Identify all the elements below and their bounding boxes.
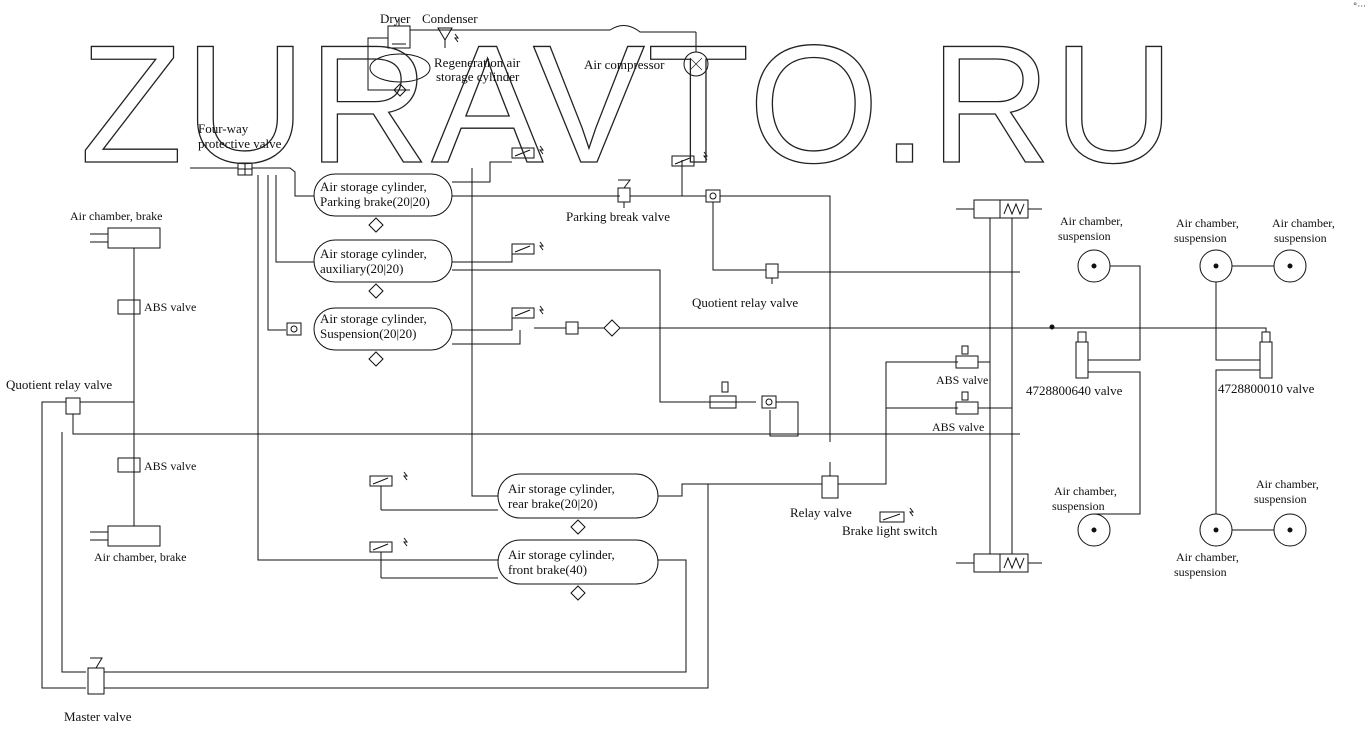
relay-to-abs-right: [838, 361, 958, 485]
left-loop-outer: [41, 401, 86, 689]
master-to-rear: [104, 484, 709, 689]
pressure-switch-aux: [511, 241, 544, 255]
chamber-link-lines: [989, 218, 1013, 554]
tank-aux-label-2: auxiliary(20|20): [320, 261, 404, 276]
pressure-switch-top-1: [511, 145, 544, 159]
label-regen-1: Regeneration air: [434, 55, 521, 70]
pressure-switch-front: [369, 537, 498, 579]
pressure-switch-top-2: [671, 151, 708, 167]
tank-front-shape: [497, 539, 659, 601]
corner-mark: °···: [1352, 2, 1366, 12]
label-four-way-2: protective valve: [198, 136, 282, 151]
label-susp-1b: suspension: [1058, 229, 1111, 243]
tank-aux-shape: [313, 239, 453, 299]
tank-front-label-2: front brake(40): [508, 562, 588, 577]
regeneration-cylinder: [369, 53, 431, 97]
abs-valve-center: [709, 381, 737, 409]
dryer-symbol: [387, 18, 411, 49]
label-regen-2: storage cylinder: [436, 69, 520, 84]
parking-break-valve-symbol: [617, 179, 631, 208]
tank-susp-label-1: Air storage cylinder,: [320, 311, 427, 326]
spring-chamber-bottom: [956, 553, 1042, 573]
label-susp-1a: Air chamber,: [1060, 214, 1123, 228]
abs-valve-left-lower-symbol: [117, 457, 141, 473]
label-master-valve: Master valve: [64, 709, 132, 724]
quotient-relay-valve-top-symbol: [765, 263, 779, 284]
line-to-parking-tank: [252, 167, 314, 197]
leveling-valve-640-symbol: [1075, 331, 1089, 379]
quotient-relay-valve-left-symbol: [65, 397, 81, 420]
tank-aux-label-1: Air storage cylinder,: [320, 246, 427, 261]
pressure-switch-rear: [369, 471, 498, 511]
label-susp-2a: Air chamber,: [1176, 216, 1239, 230]
label-susp-5b: suspension: [1254, 492, 1307, 506]
label-abs-right-2: ABS valve: [932, 420, 985, 434]
label-susp-5a: Air chamber,: [1256, 477, 1319, 491]
line-to-aux-tank: [275, 175, 314, 263]
abs-valve-right-1-symbol: [955, 345, 979, 369]
label-susp-4a: Air chamber,: [1054, 484, 1117, 498]
cross-line: [72, 420, 1020, 435]
label-air-chamber-brake-bottom: Air chamber, brake: [94, 550, 187, 564]
quick-release-valve-top: [705, 189, 721, 203]
line-to-relay: [720, 195, 831, 442]
line-to-suspension-tank: [267, 175, 286, 331]
label-dryer: Dryer: [380, 11, 411, 26]
tank-suspension-shape: [286, 307, 453, 367]
four-way-protective-valve: [237, 162, 253, 176]
master-to-front-tank: [104, 559, 687, 673]
label-parking-break-valve: Parking break valve: [566, 209, 670, 224]
abs-valve-right-2-symbol: [955, 391, 979, 415]
relay-valve-symbol: [821, 462, 839, 499]
aux-line: [452, 269, 710, 403]
compressor-supply-line: [410, 25, 696, 33]
label-condenser: Condenser: [422, 11, 478, 26]
leveling-valve-010-symbol: [1259, 331, 1273, 379]
spring-chamber-top: [956, 199, 1042, 219]
label-susp-3a: Air chamber,: [1272, 216, 1335, 230]
label-air-compressor: Air compressor: [584, 57, 665, 72]
label-air-chamber-brake-top: Air chamber, brake: [70, 209, 163, 223]
tank-parking-label-2: Parking brake(20|20): [320, 194, 430, 209]
tank-rear-label-1: Air storage cylinder,: [508, 481, 615, 496]
label-quotient-relay-left: Quotient relay valve: [6, 377, 113, 392]
tank-parking-label-1: Air storage cylinder,: [320, 179, 427, 194]
line-to-front-tank: [257, 175, 498, 561]
label-valve-640: 4728800640 valve: [1026, 383, 1123, 398]
air-chamber-brake-bottom-symbol: [90, 525, 161, 547]
tank-rear-label-2: rear brake(20|20): [508, 496, 598, 511]
label-abs-upper-left: ABS valve: [144, 300, 197, 314]
rear-tank-feed: [471, 168, 498, 497]
label-susp-6b: suspension: [1174, 565, 1227, 579]
dryer-loop-line: [367, 37, 410, 91]
tank-susp-label-2: Suspension(20|20): [320, 326, 417, 341]
quick-release-valve-mid: [761, 395, 777, 409]
label-susp-4b: suspension: [1052, 499, 1105, 513]
label-valve-010: 4728800010 valve: [1218, 381, 1315, 396]
label-abs-lower-left: ABS valve: [144, 459, 197, 473]
label-four-way-1: Four-way: [198, 121, 249, 136]
label-abs-right-1: ABS valve: [936, 373, 989, 387]
pressure-switch-susp: [511, 305, 544, 319]
brake-light-switch-symbol: [879, 507, 914, 523]
air-chamber-brake-top-symbol: [90, 227, 161, 249]
tank-front-label-1: Air storage cylinder,: [508, 547, 615, 562]
condenser-symbol: [437, 27, 459, 48]
label-susp-6a: Air chamber,: [1176, 550, 1239, 564]
tank-parking-shape: [313, 173, 453, 233]
abs-valve-left-upper-symbol: [117, 299, 141, 315]
label-quotient-relay-top: Quotient relay valve: [692, 295, 799, 310]
label-susp-2b: suspension: [1174, 231, 1227, 245]
label-relay-valve: Relay valve: [790, 505, 852, 520]
air-compressor-symbol: [683, 32, 709, 77]
master-valve-symbol: [87, 657, 105, 695]
label-brake-light-switch: Brake light switch: [842, 523, 938, 538]
label-susp-3b: suspension: [1274, 231, 1327, 245]
